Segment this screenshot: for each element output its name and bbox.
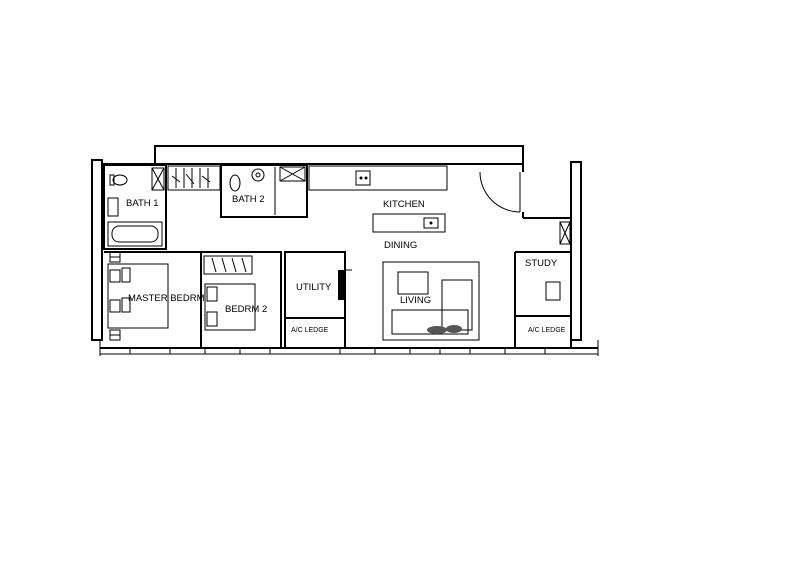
living-furniture [382,261,480,341]
right-column [570,161,582,341]
room-label-master: MASTER BEDRM [128,293,205,304]
corridor-beam [154,145,524,165]
room-label-study: STUDY [525,258,558,269]
room-label-bedrm2: BEDRM 2 [225,304,267,315]
dining-island [372,213,446,233]
room-label-acledge-right: A/C LEDGE [528,327,566,334]
acledge-right-box [514,315,572,349]
left-column [91,159,103,341]
room-label-utility: UTILITY [296,282,332,293]
kitchen-counter [308,165,448,191]
room-label-living: LIVING [400,295,431,306]
outer-walls [100,163,598,355]
acledge-left-box [284,317,346,349]
room-label-bath2: BATH 2 [232,194,265,205]
wardrobe-top [167,165,221,191]
room-label-acledge-left: A/C LEDGE [291,327,329,334]
room-label-kitchen: KITCHEN [383,199,425,210]
room-label-dining: DINING [384,240,417,251]
bath1-walls [103,164,167,250]
bedrm2-walls [200,251,282,349]
bath2-walls [220,164,308,218]
entrance-door [479,171,521,213]
room-label-bath1: BATH 1 [126,198,159,209]
master-bedrm [104,251,200,341]
